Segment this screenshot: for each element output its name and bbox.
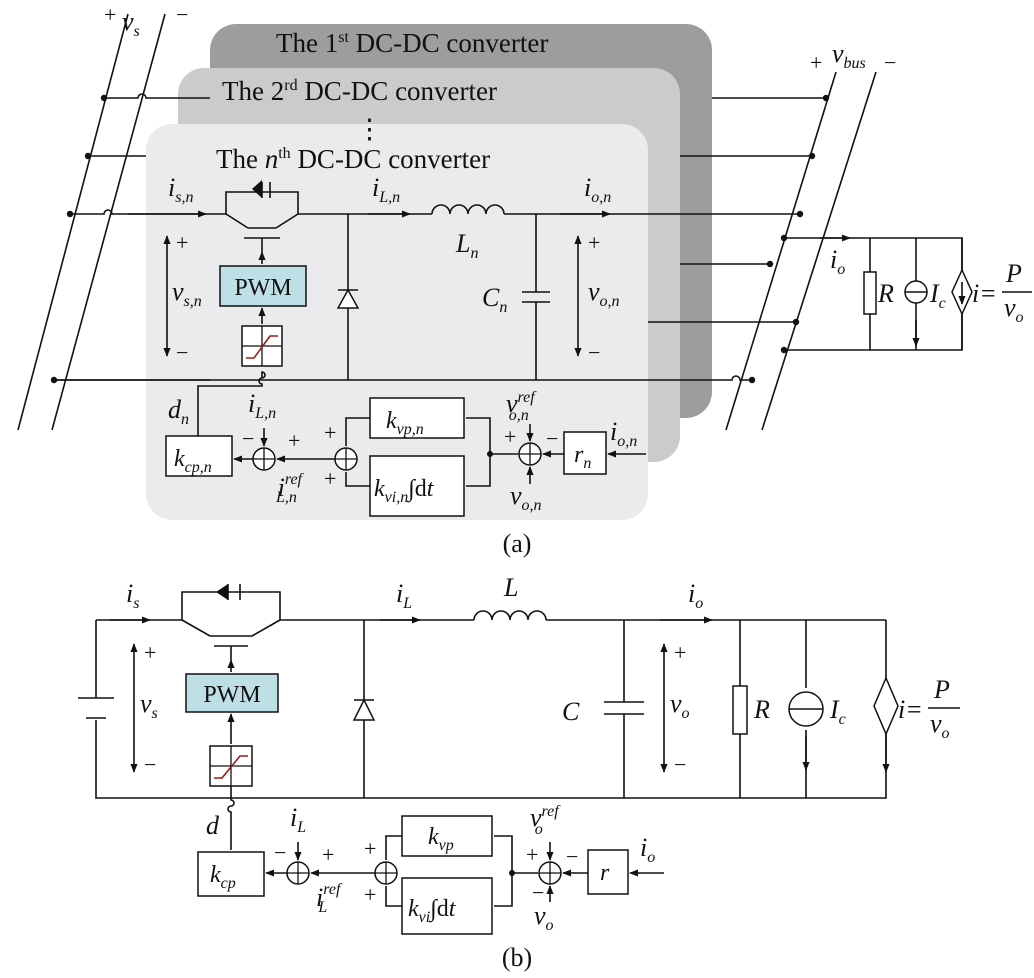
- i-L-label-b: iL: [396, 579, 412, 612]
- v-o-n-plus: +: [588, 230, 600, 255]
- d-n-label: dn: [168, 395, 189, 428]
- sum2-plus-bot-b: +: [364, 882, 376, 907]
- cpl-P-a: P: [1005, 259, 1022, 288]
- v-o-n-minus: −: [588, 340, 600, 365]
- R-label-a: R: [877, 279, 894, 308]
- ramp-limiter-b: [209, 745, 253, 787]
- cpl-v-a: vo: [1004, 293, 1024, 326]
- source-voltage-label: vs: [122, 7, 140, 40]
- sum1-minus-b: −: [274, 840, 286, 865]
- ramp-limiter-a: [241, 325, 283, 367]
- sum3-minus-bot-b: −: [532, 880, 544, 905]
- i-L-feedback-label-b: iL: [290, 803, 306, 836]
- source-rail-plus: [17, 13, 129, 431]
- panel-a-control-loop: [165, 371, 646, 517]
- converter-n-title: The nth DC-DC converter: [216, 144, 490, 174]
- sum3-plus-b: +: [526, 842, 538, 867]
- pwm-label-b: PWM: [203, 682, 260, 708]
- bus-rail-minus: [761, 71, 877, 431]
- C-n-label: Cn: [482, 283, 507, 316]
- v-s-n-label: vs,n: [172, 277, 202, 310]
- sum2-plus-top-b: +: [364, 836, 376, 861]
- sum2-plus-bot-a: +: [324, 466, 336, 491]
- k-vi-label-b: kvi∫dt: [408, 896, 457, 926]
- L-n-label: Ln: [455, 229, 478, 262]
- L-label-b: L: [503, 573, 518, 602]
- sum3-minus-a: −: [546, 426, 558, 451]
- v-s-minus-b: −: [144, 752, 156, 777]
- panel-b-control-loop: [197, 713, 664, 935]
- i-o-label-a: io: [830, 245, 845, 278]
- d-label-b: d: [206, 811, 220, 840]
- v-o-n-feedback-label: vo,n: [510, 481, 542, 514]
- source-rail-minus: [51, 13, 166, 431]
- i-L-n-label: iL,n: [372, 173, 400, 206]
- i-o-label-b: io: [688, 579, 703, 612]
- v-o-plus-b: +: [674, 640, 686, 665]
- panel-b-power-stage: [78, 584, 899, 799]
- converter-n-power-stage: [50, 180, 804, 384]
- sum1-plus-a: +: [288, 428, 300, 453]
- I-c-label-b: Ic: [829, 695, 846, 728]
- v-o-label-b: vo: [670, 689, 690, 722]
- sum1-minus-a: −: [242, 426, 254, 451]
- i-o-n-label: io,n: [584, 173, 611, 206]
- sum1-plus-b: +: [322, 842, 334, 867]
- i-o-input-label-b: io: [640, 833, 655, 866]
- v-s-n-plus: +: [176, 230, 188, 255]
- converter-2-input-wires: [84, 152, 146, 160]
- sum3-minus-top-b: −: [566, 844, 578, 869]
- k-cp-n-label: kcp,n: [174, 446, 212, 476]
- r-label-b: r: [600, 860, 610, 886]
- pwm-block-a: [219, 265, 307, 307]
- cpl-label-a: i=: [972, 279, 997, 308]
- bus-minus-label: −: [884, 50, 896, 75]
- i-o-n-input-label: io,n: [610, 417, 637, 450]
- v-s-label-b: vs: [140, 689, 158, 722]
- bus-voltage-label: vbus: [832, 39, 866, 72]
- k-vp-label-b: kvp: [428, 824, 454, 854]
- converter-output-wires: [648, 94, 830, 326]
- k-vi-n-label: kvi,n∫dt: [374, 476, 435, 506]
- caption-a: (a): [503, 529, 532, 558]
- v-s-n-minus: −: [176, 340, 188, 365]
- i-L-n-feedback-label: iL,n: [248, 389, 276, 422]
- pwm-block-b: [185, 673, 279, 713]
- sum2-plus-top-a: +: [324, 420, 336, 445]
- cpl-v-b: vo: [930, 709, 950, 742]
- caption-b: (b): [502, 943, 532, 972]
- pwm-label-a: PWM: [234, 275, 291, 301]
- I-c-label-a: Ic: [929, 279, 946, 312]
- source-plus-label: +: [104, 2, 116, 27]
- v-o-feedback-label-b: vo: [534, 901, 554, 934]
- k-cp-label-b: kcp: [210, 862, 236, 892]
- sum3-plus-a: +: [504, 424, 516, 449]
- v-o-minus-b: −: [674, 752, 686, 777]
- ellipsis: ⋮: [356, 114, 383, 144]
- bus-plus-label: +: [810, 50, 822, 75]
- converter-n-panel: [146, 124, 648, 520]
- i-s-n-label: is,n: [168, 173, 193, 206]
- v-o-n-label: vo,n: [588, 277, 620, 310]
- i-s-label-b: is: [126, 579, 139, 612]
- C-label-b: C: [562, 697, 580, 726]
- v-s-plus-b: +: [144, 640, 156, 665]
- r-n-label: rn: [574, 442, 591, 472]
- converter-2-title: The 2rd DC-DC converter: [222, 76, 497, 106]
- k-vp-n-label: kvp,n: [386, 408, 424, 438]
- bus-rail-plus: [725, 71, 837, 431]
- R-label-b: R: [753, 695, 770, 724]
- converter-1-title: The 1st DC-DC converter: [276, 28, 548, 58]
- source-minus-label: −: [176, 2, 188, 27]
- cpl-label-b: i=: [898, 695, 923, 724]
- cpl-P-b: P: [933, 675, 950, 704]
- panel-a-load: [780, 234, 973, 354]
